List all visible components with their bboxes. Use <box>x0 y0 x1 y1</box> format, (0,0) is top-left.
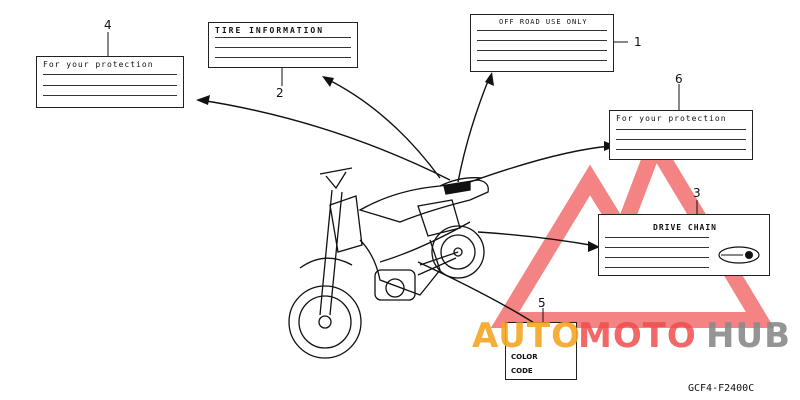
label-rule <box>605 247 709 248</box>
label-rule <box>616 139 746 140</box>
label-rule <box>616 149 746 150</box>
color-code-line1: COLOR <box>511 353 538 361</box>
label-rule <box>43 74 177 75</box>
label-rule <box>215 37 351 38</box>
label-protection-left: For your protection <box>36 56 184 108</box>
label-rule <box>43 95 177 96</box>
label-color-code: COLOR CODE <box>505 322 577 380</box>
callout-ticks <box>107 32 698 322</box>
label-off-road-heading: OFF ROAD USE ONLY <box>499 18 588 26</box>
watermark-text-hub: HUB <box>706 316 791 356</box>
motorcycle-drawing <box>288 167 489 359</box>
leader-lines <box>199 75 613 331</box>
chain-adjuster-icon <box>718 246 760 264</box>
callout-number-2: 2 <box>276 86 284 100</box>
watermark-triangle-icon <box>490 126 775 328</box>
label-protection-right-heading: For your protection <box>616 114 727 123</box>
label-rule <box>215 57 351 58</box>
label-off-road: OFF ROAD USE ONLY <box>470 14 614 72</box>
label-drive-chain-heading: DRIVE CHAIN <box>653 223 717 232</box>
label-rule <box>477 50 607 51</box>
callout-number-4: 4 <box>104 18 112 32</box>
label-rule <box>605 237 709 238</box>
label-rule <box>616 129 746 130</box>
label-rule <box>477 60 607 61</box>
label-rule <box>477 30 607 31</box>
watermark-text-moto: MOTO <box>578 316 697 356</box>
label-rule <box>43 85 177 86</box>
part-number: GCF4-F2400C <box>688 383 755 394</box>
label-rule <box>605 267 709 268</box>
callout-number-6: 6 <box>675 72 683 86</box>
color-code-line2: CODE <box>511 367 533 375</box>
label-protection-left-heading: For your protection <box>43 60 154 69</box>
arrow-heads <box>196 72 616 252</box>
label-rule <box>215 47 351 48</box>
label-tire-information: TIRE INFORMATION <box>208 22 358 68</box>
label-rule <box>477 40 607 41</box>
label-rule <box>605 257 709 258</box>
label-protection-right: For your protection <box>609 110 753 160</box>
label-drive-chain: DRIVE CHAIN <box>598 214 770 276</box>
callout-number-1: 1 <box>634 35 642 49</box>
callout-number-3: 3 <box>693 186 701 200</box>
label-tire-heading: TIRE INFORMATION <box>215 26 325 35</box>
callout-number-5: 5 <box>538 296 546 310</box>
watermark-text-auto: AUTO <box>472 316 581 356</box>
